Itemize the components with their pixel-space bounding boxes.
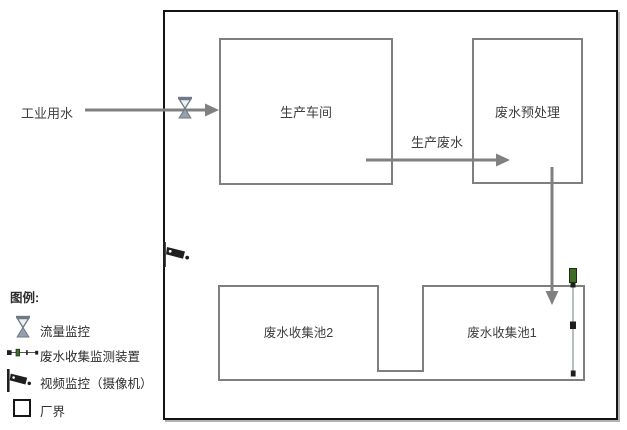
legend-flow-monitor-icon xyxy=(14,315,32,339)
pool1-label: 废水收集池1 xyxy=(467,325,537,340)
legend-item-video-monitor-label: 视频监控（摄像机） xyxy=(40,377,153,391)
legend-title: 图例: xyxy=(10,291,40,305)
legend-item-factory-boundary-label: 厂界 xyxy=(40,405,66,419)
workshop-label: 生产车间 xyxy=(279,105,332,120)
pretreatment-label: 废水预处理 xyxy=(494,104,560,120)
industrial-water-label: 工业用水 xyxy=(21,106,74,121)
legend-item-collection-monitor-label: 废水收集监测装置 xyxy=(40,350,141,364)
legend-factory-boundary-icon xyxy=(13,399,31,417)
production-wastewater-arrow xyxy=(366,153,510,167)
flow-monitor-icon xyxy=(176,96,194,120)
collection-monitor-device xyxy=(569,268,577,377)
collection-pools-shape xyxy=(218,285,585,381)
legend-collection-monitor-device-icon xyxy=(7,348,39,357)
cctv-camera-icon xyxy=(163,242,190,267)
legend-cctv-camera-icon xyxy=(7,369,32,392)
pretreatment-to-pool1-arrow xyxy=(545,167,559,305)
industrial-water-arrow xyxy=(85,103,219,117)
production-wastewater-label: 生产废水 xyxy=(411,135,464,150)
pool2-label: 废水收集池2 xyxy=(263,325,334,340)
workshop-box: 生产车间 xyxy=(219,38,393,185)
legend-item-flow-monitor-label: 流量监控 xyxy=(40,325,91,339)
